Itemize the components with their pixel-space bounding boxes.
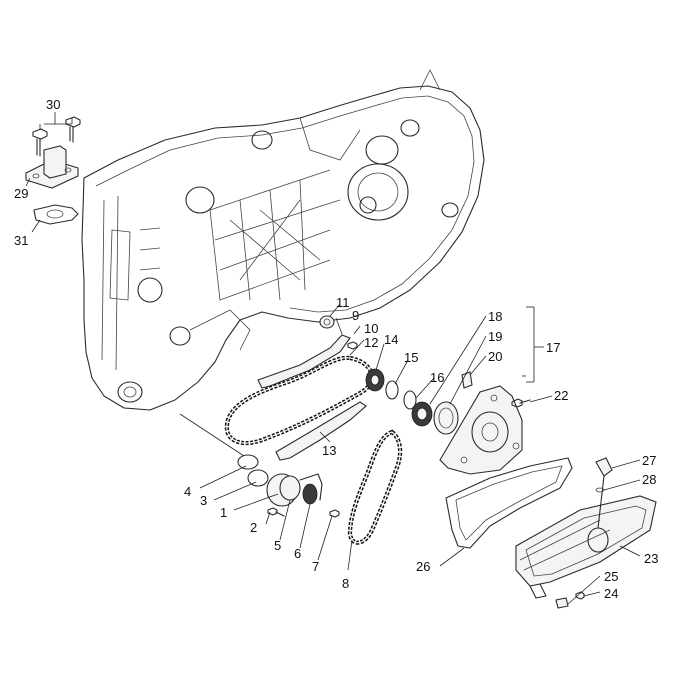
callout-19: 19: [488, 329, 502, 344]
callout-16: 16: [430, 370, 444, 385]
sump-gasket: [445, 457, 573, 549]
callout-5: 5: [274, 538, 281, 553]
callout-31: 31: [14, 233, 28, 248]
pump-cover: [439, 385, 531, 475]
drive-chain-12: [224, 355, 374, 446]
callout-20: 20: [488, 349, 502, 364]
callout-9: 9: [352, 308, 359, 323]
drive-chain-8: [347, 429, 403, 545]
callout-18: 18: [488, 309, 502, 324]
oil-pump-body: [237, 454, 340, 518]
callout-2: 2: [250, 520, 257, 535]
callout-12: 12: [364, 335, 378, 350]
callout-25: 25: [604, 569, 618, 584]
callout-leaders: [25, 112, 641, 605]
callout-24: 24: [604, 586, 618, 601]
callout-11: 11: [336, 295, 350, 310]
callout-27: 27: [642, 453, 656, 468]
chain-guides: [257, 315, 367, 461]
callout-22: 22: [554, 388, 568, 403]
callout-15: 15: [404, 350, 418, 365]
callout-7: 7: [312, 559, 319, 574]
callout-13: 13: [322, 443, 336, 458]
tensioner-assembly: [25, 116, 81, 225]
crankcase-housing: [81, 69, 485, 411]
callout-28: 28: [642, 472, 656, 487]
callout-1: 1: [220, 505, 227, 520]
callout-30: 30: [46, 97, 60, 112]
callout-3: 3: [200, 493, 207, 508]
sprocket-group: [365, 368, 473, 435]
callout-29: 29: [14, 186, 28, 201]
callout-4: 4: [184, 484, 191, 499]
callout-23: 23: [644, 551, 658, 566]
callout-10: 10: [364, 321, 378, 336]
callout-labels: 30 29 31 11 9 10 12 14 15 16 18 19 20 17…: [14, 97, 658, 601]
callout-6: 6: [294, 546, 301, 561]
callout-26: 26: [416, 559, 430, 574]
callout-14: 14: [384, 332, 398, 347]
callout-8: 8: [342, 576, 349, 591]
callout-17: 17: [546, 340, 560, 355]
oil-sump: [515, 457, 657, 609]
